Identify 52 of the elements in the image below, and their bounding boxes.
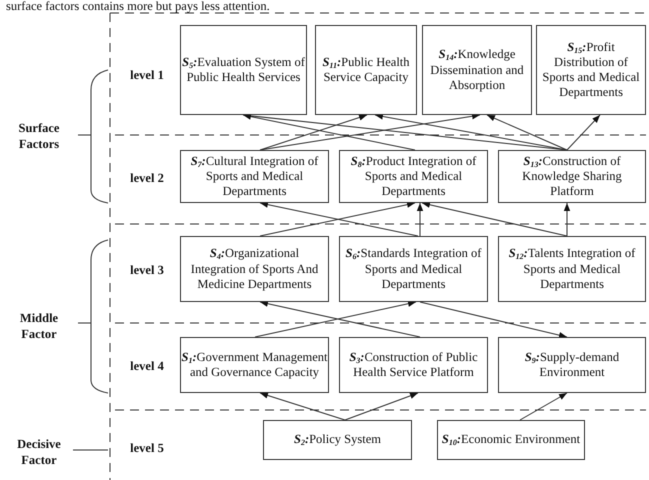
factor-text: S$_{1}$:Government Management and Governance Capacity bbox=[181, 350, 328, 380]
factor-box bbox=[263, 420, 412, 460]
arrow bbox=[422, 202, 568, 236]
factor-box bbox=[180, 236, 329, 302]
arrow bbox=[566, 114, 600, 150]
arrow bbox=[260, 114, 368, 150]
factor-box bbox=[180, 337, 329, 393]
factor-group-label: Decisive Factor bbox=[16, 436, 62, 468]
factor-box bbox=[339, 337, 488, 393]
arrow bbox=[260, 392, 346, 420]
factor-text: S$_{14}$:Knowledge Dissemination and Absorption bbox=[429, 47, 525, 93]
level-label: level 4 bbox=[129, 358, 165, 374]
arrow bbox=[242, 113, 416, 150]
factor-box bbox=[536, 25, 646, 115]
factor-box bbox=[437, 420, 585, 460]
factor-text: S$_{8}$:Product Integration of Sports and Medical Departments bbox=[350, 154, 478, 200]
arrow bbox=[260, 113, 480, 150]
arrow bbox=[564, 202, 570, 236]
factor-group-label: Middle Factor bbox=[18, 310, 60, 342]
factor-text: S$_{15}$:Profit Distribution of Sports and Medical Departments bbox=[541, 40, 641, 100]
factor-box bbox=[498, 337, 646, 393]
arrow bbox=[344, 392, 418, 420]
factor-box bbox=[180, 25, 307, 115]
factor-text: S$_{3}$:Construction of Public Health Service Platform bbox=[348, 350, 479, 380]
factor-text: S$_{13}$:Construction of Knowledge Sharing Platform bbox=[521, 154, 623, 200]
arrow bbox=[520, 392, 568, 420]
factor-box bbox=[498, 236, 646, 302]
arrow bbox=[416, 202, 424, 236]
level-label: level 3 bbox=[129, 262, 165, 278]
factor-text: S$_{5}$:Evaluation System of Public Health Services bbox=[181, 54, 306, 86]
arrow bbox=[374, 113, 568, 150]
factor-text: S$_{12}$:Talents Integration of Sports and Medical Departments bbox=[508, 246, 636, 292]
level-label: level 2 bbox=[129, 170, 165, 186]
factor-text: S$_{10}$:Economic Environment bbox=[442, 432, 580, 448]
arrow bbox=[420, 302, 568, 338]
factor-group-label: Surface Factors bbox=[18, 120, 60, 152]
factor-text: S$_{6}$:Standards Integration of Sports and Medical Departments bbox=[344, 246, 482, 292]
factor-box bbox=[498, 150, 646, 203]
factor-box bbox=[339, 236, 488, 302]
factor-box bbox=[180, 150, 329, 203]
factor-box bbox=[315, 25, 417, 115]
factor-box bbox=[422, 25, 532, 115]
factor-text: S$_{11}$:Public Health Service Capacity bbox=[321, 54, 411, 86]
arrow bbox=[486, 114, 568, 150]
factor-text: S$_{9}$:Supply-demand Environment bbox=[524, 350, 620, 380]
factor-box bbox=[339, 150, 488, 203]
factor-text: S$_{4}$:Organizational Integration of Sports And Medicine Departments bbox=[190, 246, 320, 292]
level-label: level 5 bbox=[129, 440, 165, 456]
factor-text: S$_{7}$:Cultural Integration of Sports and Medical Departments bbox=[190, 154, 320, 200]
level-label: level 1 bbox=[129, 67, 165, 84]
body-text: surface factors contains more but pays less attention. bbox=[6, 0, 270, 14]
factor-text: S$_{2}$:Policy System bbox=[294, 432, 381, 448]
